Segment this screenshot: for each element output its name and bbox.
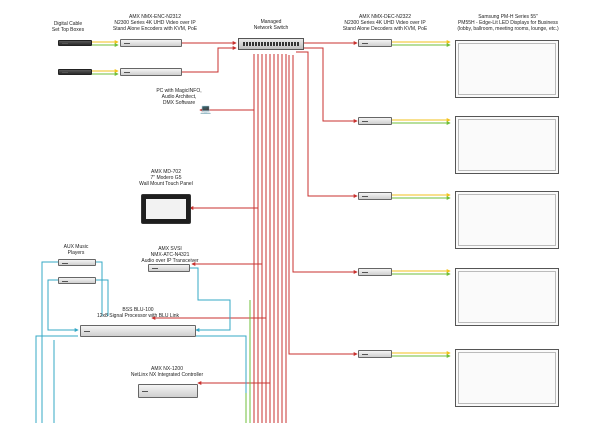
decoder-label: AMX NMX-DEC-N2322 N2300 Series 4K UHD Vi…	[338, 14, 432, 32]
displays-label: Samsung PM-H Series 55" PM55H - Edge-Lit…	[453, 14, 563, 32]
switch-title: Managed	[260, 19, 282, 25]
aux-label: AUX Music Players	[56, 244, 96, 256]
encoder-series: N2300 Series 4K UHD Video over IP	[114, 20, 196, 26]
decoder-1	[358, 39, 392, 47]
integrated-controller	[138, 384, 198, 398]
control-wires	[245, 300, 251, 423]
dsp-label: BSS BLU-100 12x8 Signal Processor with B…	[88, 307, 188, 319]
computer-icon: 💻	[200, 104, 212, 114]
cable-boxes-label: Digital Cable Set Top Boxes	[40, 21, 96, 33]
touch-panel-label: AMX MD-702 7" Modero G5 Wall Mount Touch…	[128, 169, 204, 187]
encoder-description: Stand Alone Encoders with KVM, PoE	[112, 26, 198, 32]
switch-to-decoder-wires	[288, 41, 358, 356]
dsp-description: 12x8 Signal Processor with BLU Link	[97, 313, 179, 319]
switch-ports	[243, 42, 299, 46]
decoder-5	[358, 350, 392, 358]
displays-locations: (lobby, ballroom, meeting rooms, lounge,…	[457, 26, 559, 32]
switch-label: Managed Network Switch	[246, 19, 296, 31]
encoder-2	[120, 68, 182, 76]
set-top-box-2	[58, 69, 92, 75]
touch-panel	[141, 194, 191, 224]
audio-wires	[35, 261, 247, 423]
switch-subtitle: Network Switch	[253, 25, 289, 31]
dsp-model: BSS BLU-100	[122, 307, 154, 313]
encoder-1	[120, 39, 182, 47]
pc-software-1: Audio Architect,	[161, 94, 197, 100]
decoder-4	[358, 268, 392, 276]
audio-transceiver	[148, 264, 190, 272]
set-top-box-1	[58, 40, 92, 46]
displays-model: Samsung PM-H Series 55"	[478, 14, 538, 20]
pc-title: PC with MagicINFO,	[156, 88, 202, 94]
cable-boxes-subtitle: Set Top Boxes	[51, 27, 85, 33]
display-5	[455, 349, 559, 407]
displays-description: PM55H - Edge-Lit LED Displays for Busine…	[457, 20, 559, 26]
decoder-series: N2300 Series 4K UHD Video over IP	[344, 20, 426, 26]
transceiver-model: NMX-ATC-N4321	[150, 252, 190, 258]
display-4	[455, 268, 559, 326]
cable-boxes-title: Digital Cable	[53, 21, 83, 27]
aux-player-1	[58, 259, 96, 266]
stb-to-encoder-wires	[92, 40, 119, 76]
transceiver-brand: AMX SVSI	[158, 246, 182, 252]
aux-subtitle: Players	[67, 250, 85, 256]
encoder-to-switch-wires	[182, 41, 237, 73]
aux-player-2	[58, 277, 96, 284]
display-1	[455, 40, 559, 98]
decoder-2	[358, 117, 392, 125]
encoder-model: AMX NMX-ENC-N2312	[129, 14, 181, 20]
display-3	[455, 191, 559, 249]
display-2	[455, 116, 559, 174]
transceiver-description: Audio over IP Transceiver	[141, 258, 199, 264]
decoder-description: Stand Alone Decoders with KVM, PoE	[342, 26, 428, 32]
signal-processor	[80, 325, 196, 337]
network-switch	[238, 38, 304, 50]
transceiver-label: AMX SVSI NMX-ATC-N4321 Audio over IP Tra…	[135, 246, 205, 264]
decoder-to-display-wires	[392, 40, 451, 358]
pc-software-2: DMX Software	[162, 100, 196, 106]
touch-panel-model: AMX MD-702	[150, 169, 181, 175]
touch-panel-series: 7" Modero G5	[150, 175, 182, 181]
decoder-3	[358, 192, 392, 200]
controller-description: NetLinx NX Integrated Controller	[130, 372, 204, 378]
decoder-model: AMX NMX-DEC-N2322	[359, 14, 411, 20]
touch-panel-description: Wall Mount Touch Panel	[139, 181, 193, 187]
controller-label: AMX NX-1200 NetLinx NX Integrated Contro…	[126, 366, 208, 378]
switch-drop-wires	[151, 54, 287, 423]
encoder-label: AMX NMX-ENC-N2312 N2300 Series 4K UHD Vi…	[108, 14, 202, 32]
touch-panel-screen	[146, 199, 186, 219]
aux-title: AUX Music	[63, 244, 89, 250]
pc-label: PC with MagicINFO, Audio Architect, DMX …	[144, 88, 214, 106]
controller-model: AMX NX-1200	[151, 366, 183, 372]
